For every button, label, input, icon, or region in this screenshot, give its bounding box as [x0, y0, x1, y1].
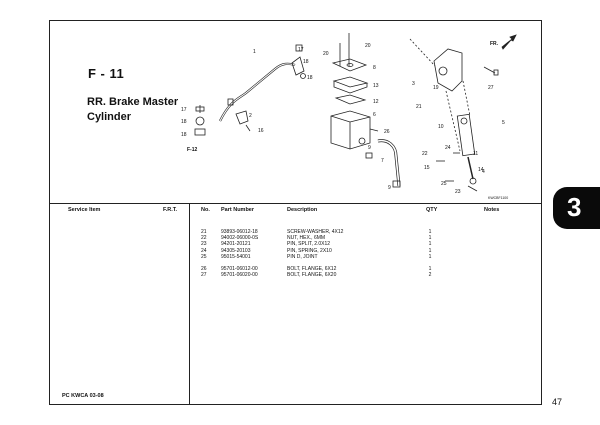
- table-cell: 95701-06012-00: [221, 265, 258, 272]
- column-description: SCREW-WASHER, 4X12 NUT, HEX., 6MM PIN, S…: [287, 229, 343, 278]
- callout-21: 21: [416, 104, 422, 110]
- table-cell: 1: [428, 253, 432, 260]
- table-cell: 94305-20103: [221, 247, 251, 254]
- table-cell: 26: [201, 265, 207, 272]
- table-cell: 21: [201, 229, 207, 235]
- brake-hose: [219, 62, 296, 122]
- table-cell: 22: [201, 235, 207, 242]
- table-cell: 93893-06012-18: [221, 229, 258, 235]
- exploded-parts-diagram: 1 2 3 4 5 6 7 8 9 9 10 11 12 13 14 15 16…: [181, 33, 517, 200]
- table-cell: 27: [201, 272, 207, 279]
- callout-27: 27: [488, 85, 494, 91]
- master-cylinder-body: [433, 48, 463, 92]
- callout-20a: 20: [323, 51, 329, 57]
- callout-24: 24: [445, 145, 451, 151]
- reservoir-cap: [331, 58, 368, 72]
- callout-3: 3: [412, 81, 415, 87]
- callout-17b: 17: [298, 47, 304, 53]
- hose-bracket: [235, 110, 249, 125]
- exploded-diagram-area: F - 11 RR. Brake Master Cylinder: [50, 21, 541, 204]
- header-qty: QTY: [426, 207, 438, 213]
- callout-5: 5: [502, 120, 505, 126]
- header-service-item: Service Item: [68, 207, 101, 213]
- column-no: 21 22 23 24 25 26 27: [201, 229, 215, 278]
- table-cell: 25: [201, 253, 207, 260]
- callout-19: 19: [433, 85, 439, 91]
- callout-11: 11: [473, 151, 478, 157]
- callout-7: 7: [381, 158, 384, 164]
- header-frt: F.R.T.: [163, 207, 178, 213]
- table-cell: 1: [428, 241, 432, 248]
- table-cell: 95701-06020-00: [221, 272, 258, 279]
- table-cell: 23: [201, 241, 207, 248]
- footer-code: PC KWCA 03-08: [62, 393, 104, 399]
- callout-17a: 17: [181, 107, 187, 113]
- table-cell: BOLT, FLANGE, 6X12: [287, 265, 337, 272]
- column-part-number: 93893-06012-18 94002-06000-0S 94201-2012…: [221, 229, 258, 278]
- table-cell: 2: [428, 272, 432, 279]
- table-cell: 1: [428, 229, 432, 235]
- callout-23: 23: [455, 189, 461, 195]
- callout-22: 22: [422, 151, 428, 157]
- callout-18c: 18: [303, 59, 309, 65]
- table-cell: PIN, SPLIT, 2.0X12: [287, 241, 331, 248]
- reservoir-body: [330, 110, 371, 150]
- front-label: FR.: [490, 41, 499, 47]
- page-number: 47: [552, 397, 563, 407]
- table-cell: PIN D, JOINT: [287, 253, 318, 260]
- callout-2: 2: [249, 113, 252, 119]
- table-cell: 95015-54001: [221, 253, 251, 260]
- table-cell: BOLT, FLANGE, 6X20: [287, 272, 337, 279]
- header-description: Description: [287, 207, 318, 213]
- figure-code: KWCBF1100: [488, 196, 508, 200]
- table-cell: PIN, SPRING, 2X10: [287, 247, 332, 254]
- catalog-page-frame: F - 11 RR. Brake Master Cylinder: [49, 20, 542, 405]
- table-cell: NUT, HEX., 6MM: [287, 235, 326, 242]
- callout-18b: 18: [181, 132, 187, 138]
- section-code: F - 11: [88, 66, 125, 81]
- front-arrow: [501, 34, 517, 50]
- table-divider: [189, 203, 190, 405]
- reference-f12: F-12: [187, 147, 198, 153]
- banjo-fitting-left: [195, 116, 205, 126]
- callout-9b: 9: [388, 185, 391, 191]
- callout-16: 16: [258, 128, 264, 134]
- table-cell: 94201-20121: [221, 241, 251, 248]
- piston-kit: [456, 113, 476, 157]
- callout-25: 25: [441, 181, 447, 187]
- callout-1: 1: [253, 49, 256, 55]
- callout-12: 12: [373, 99, 379, 105]
- callout-9a: 9: [368, 145, 371, 151]
- chapter-number: 3: [567, 192, 582, 222]
- section-title: RR. Brake Master Cylinder: [87, 96, 179, 123]
- table-cell: 1: [428, 247, 432, 254]
- callout-10: 10: [438, 124, 444, 130]
- header-notes: Notes: [484, 207, 500, 213]
- callout-6: 6: [373, 112, 376, 118]
- callout-20b: 20: [365, 43, 371, 49]
- pushrod: [467, 156, 474, 180]
- table-cell: SCREW-WASHER, 4X12: [287, 229, 344, 235]
- callout-26: 26: [384, 129, 390, 135]
- table-cell: 1: [428, 235, 432, 242]
- table-cell: 24: [201, 247, 207, 254]
- column-qty: 1 1 1 1 1 1 2: [421, 229, 439, 278]
- callout-14: 14: [478, 167, 484, 173]
- callout-8: 8: [373, 65, 376, 71]
- callout-18a: 18: [181, 119, 187, 125]
- chapter-tab: [553, 187, 600, 229]
- callout-18d: 18: [307, 75, 313, 81]
- callout-4: 4: [482, 169, 485, 175]
- header-no: No.: [201, 207, 210, 213]
- table-cell: 94002-06000-0S: [221, 235, 259, 242]
- callout-13: 13: [373, 83, 379, 89]
- table-cell: 1: [428, 265, 432, 272]
- header-part-number: Part Number: [221, 207, 255, 213]
- callout-15: 15: [424, 165, 430, 171]
